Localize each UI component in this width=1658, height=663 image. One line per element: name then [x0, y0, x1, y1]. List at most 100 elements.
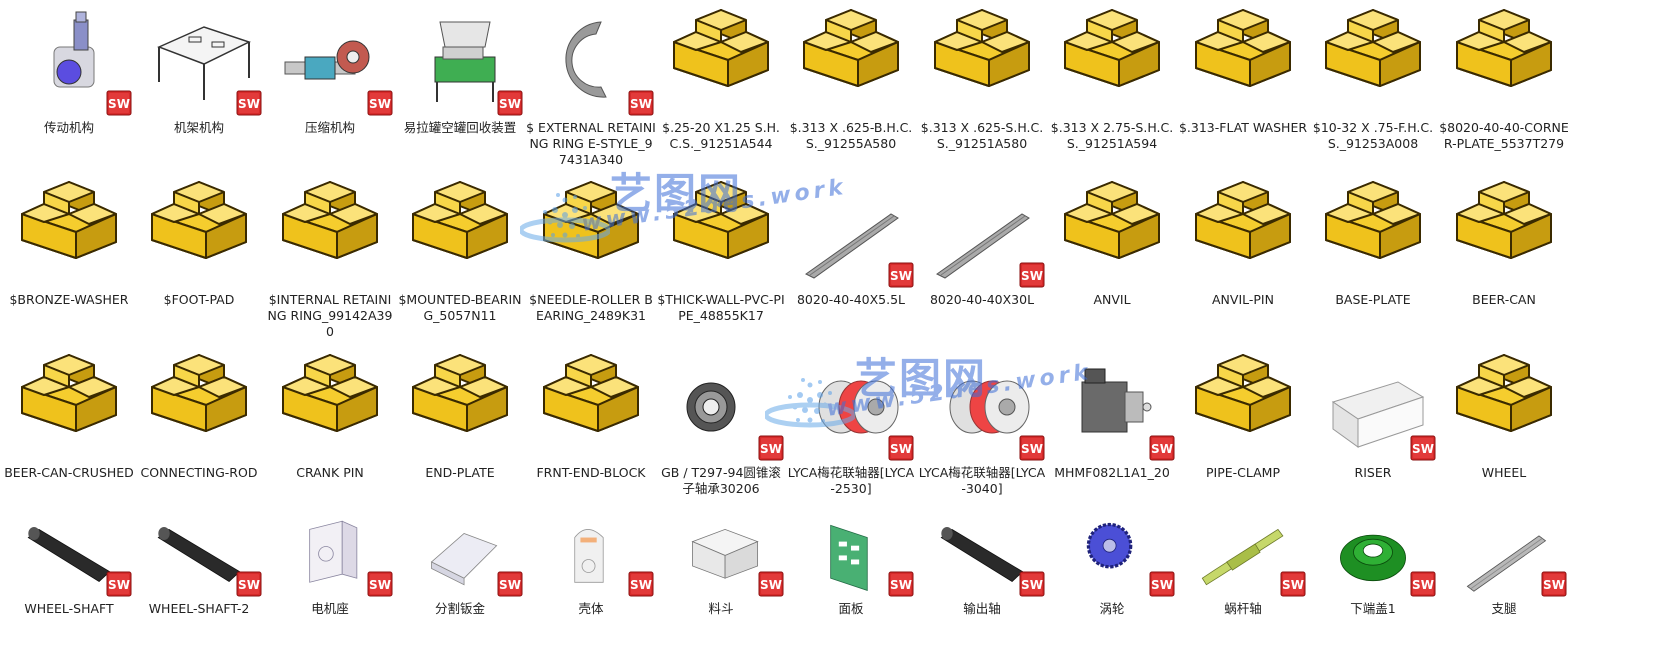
file-thumbnail [4, 174, 134, 292]
file-item[interactable]: SW 蜗杆轴 [1178, 505, 1308, 617]
file-item[interactable]: ANVIL [1047, 174, 1177, 308]
file-label: GB / T297-94圆锥滚子轴承30206 [661, 465, 781, 496]
file-item[interactable]: SW MHMF082L1A1_20 [1047, 347, 1177, 481]
file-label: WHEEL [1481, 465, 1527, 480]
file-item[interactable]: $THICK-WALL-PVC-PIPE_48855K17 [656, 174, 786, 324]
file-item[interactable]: SW LYCA梅花联轴器[LYCA-3040] [917, 347, 1047, 497]
file-item[interactable]: SW 压缩机构 [265, 2, 395, 136]
file-item[interactable]: $MOUNTED-BEARING_5057N11 [395, 174, 525, 324]
file-item[interactable]: SW WHEEL-SHAFT [4, 505, 134, 617]
file-thumbnail: SW [265, 2, 395, 120]
file-item[interactable]: CRANK PIN [265, 347, 395, 481]
extrusion-rail-icon [805, 213, 899, 279]
file-item[interactable]: $NEEDLE-ROLLER BEARING_2489K31 [526, 174, 656, 324]
file-item[interactable]: SW 传动机构 [4, 2, 134, 136]
frame-table-icon [157, 26, 251, 100]
file-item[interactable]: WHEEL [1439, 347, 1569, 481]
solidworks-icon: SW [1019, 435, 1045, 461]
file-item[interactable]: PIPE-CLAMP [1178, 347, 1308, 481]
solidworks-icon: SW [628, 90, 654, 116]
file-item[interactable]: SW 下端盖1 [1308, 505, 1438, 617]
file-item[interactable]: SW WHEEL-SHAFT-2 [134, 505, 264, 617]
generic-part-icon [1456, 181, 1552, 259]
file-item[interactable]: SW 8020-40-40X5.5L [786, 174, 916, 308]
file-item[interactable]: SW 机架机构 [134, 2, 264, 136]
file-thumbnail: SW [917, 505, 1047, 601]
file-item[interactable]: $.313 X .625-S.H.C.S._91251A580 [917, 2, 1047, 152]
file-item[interactable]: SW LYCA梅花联轴器[LYCA-2530] [786, 347, 916, 497]
file-thumbnail: SW [917, 174, 1047, 292]
file-thumbnail [526, 347, 656, 465]
file-thumbnail: SW [395, 2, 525, 120]
file-item[interactable]: SW 料斗 [656, 505, 786, 617]
file-item[interactable]: ANVIL-PIN [1178, 174, 1308, 308]
svg-text:SW: SW [108, 97, 130, 111]
file-label: BEER-CAN [1472, 292, 1536, 307]
servo-motor-icon [1081, 368, 1152, 433]
file-item[interactable]: SW 8020-40-40X30L [917, 174, 1047, 308]
solidworks-icon: SW [628, 571, 654, 597]
generic-part-icon [934, 9, 1030, 87]
extrusion-rail-icon [936, 213, 1030, 279]
file-item[interactable]: SW 支腿 [1439, 505, 1569, 617]
file-thumbnail: SW [395, 505, 525, 601]
file-item[interactable]: CONNECTING-ROD [134, 347, 264, 481]
file-item[interactable]: SW 电机座 [265, 505, 395, 617]
svg-text:SW: SW [890, 442, 912, 456]
generic-part-icon [673, 9, 769, 87]
file-thumbnail [656, 174, 786, 292]
generic-part-icon [21, 181, 117, 259]
generic-part-icon [543, 354, 639, 432]
file-item[interactable]: SW 壳体 [526, 505, 656, 617]
file-item[interactable]: $.25-20 X1.25 S.H.C.S._91251A544 [656, 2, 786, 152]
file-label: 机架机构 [173, 120, 224, 135]
file-item[interactable]: $.313 X 2.75-S.H.C.S._91251A594 [1047, 2, 1177, 152]
file-label: RISER [1354, 465, 1392, 480]
file-item[interactable]: SW $ EXTERNAL RETAINING RING E-STYLE_974… [526, 2, 656, 168]
generic-part-icon [673, 181, 769, 259]
file-thumbnail [1178, 2, 1308, 120]
file-label: $FOOT-PAD [163, 292, 235, 307]
file-item[interactable]: BEER-CAN-CRUSHED [4, 347, 134, 481]
file-item[interactable]: SW 分割钣金 [395, 505, 525, 617]
file-item[interactable]: $10-32 X .75-F.H.C.S._91253A008 [1308, 2, 1438, 152]
file-label: WHEEL-SHAFT-2 [148, 601, 250, 616]
file-item[interactable]: SW 输出轴 [917, 505, 1047, 617]
file-item[interactable]: $8020-40-40-CORNER-PLATE_5537T279 [1439, 2, 1569, 152]
generic-part-icon [803, 9, 899, 87]
file-item[interactable]: SW RISER [1308, 347, 1438, 481]
file-item[interactable]: $.313 X .625-B.H.C.S._91255A580 [786, 2, 916, 152]
file-thumbnail [1308, 2, 1438, 120]
file-label: $NEEDLE-ROLLER BEARING_2489K31 [529, 292, 653, 323]
file-label: 涡轮 [1099, 601, 1125, 616]
svg-text:SW: SW [1021, 442, 1043, 456]
solidworks-icon: SW [236, 90, 262, 116]
file-item[interactable]: SW 涡轮 [1047, 505, 1177, 617]
svg-text:SW: SW [238, 578, 260, 592]
solidworks-icon: SW [1019, 571, 1045, 597]
file-item[interactable]: FRNT-END-BLOCK [526, 347, 656, 481]
file-label: CRANK PIN [296, 465, 364, 480]
file-item[interactable]: SW 易拉罐空罐回收装置 [395, 2, 525, 136]
file-item[interactable]: $FOOT-PAD [134, 174, 264, 308]
solidworks-icon: SW [1280, 571, 1306, 597]
file-item[interactable]: END-PLATE [395, 347, 525, 481]
generic-part-icon [282, 354, 378, 432]
file-thumbnail [395, 347, 525, 465]
file-item[interactable]: $INTERNAL RETAINING RING_99142A390 [265, 174, 395, 340]
svg-text:SW: SW [1412, 442, 1434, 456]
file-item[interactable]: SW GB / T297-94圆锥滚子轴承30206 [656, 347, 786, 497]
file-thumbnail: SW [4, 2, 134, 120]
file-label: 8020-40-40X5.5L [796, 292, 906, 307]
file-item[interactable]: BEER-CAN [1439, 174, 1569, 308]
file-item[interactable]: $.313-FLAT WASHER [1178, 2, 1308, 136]
solidworks-icon: SW [1149, 435, 1175, 461]
file-item[interactable]: $BRONZE-WASHER [4, 174, 134, 308]
file-label: PIPE-CLAMP [1205, 465, 1281, 480]
solidworks-icon: SW [1541, 571, 1567, 597]
file-item[interactable]: SW 面板 [786, 505, 916, 617]
file-thumbnail [786, 2, 916, 120]
file-item[interactable]: BASE-PLATE [1308, 174, 1438, 308]
file-label: $ EXTERNAL RETAINING RING E-STYLE_97431A… [526, 120, 656, 167]
file-thumbnail [1439, 174, 1569, 292]
